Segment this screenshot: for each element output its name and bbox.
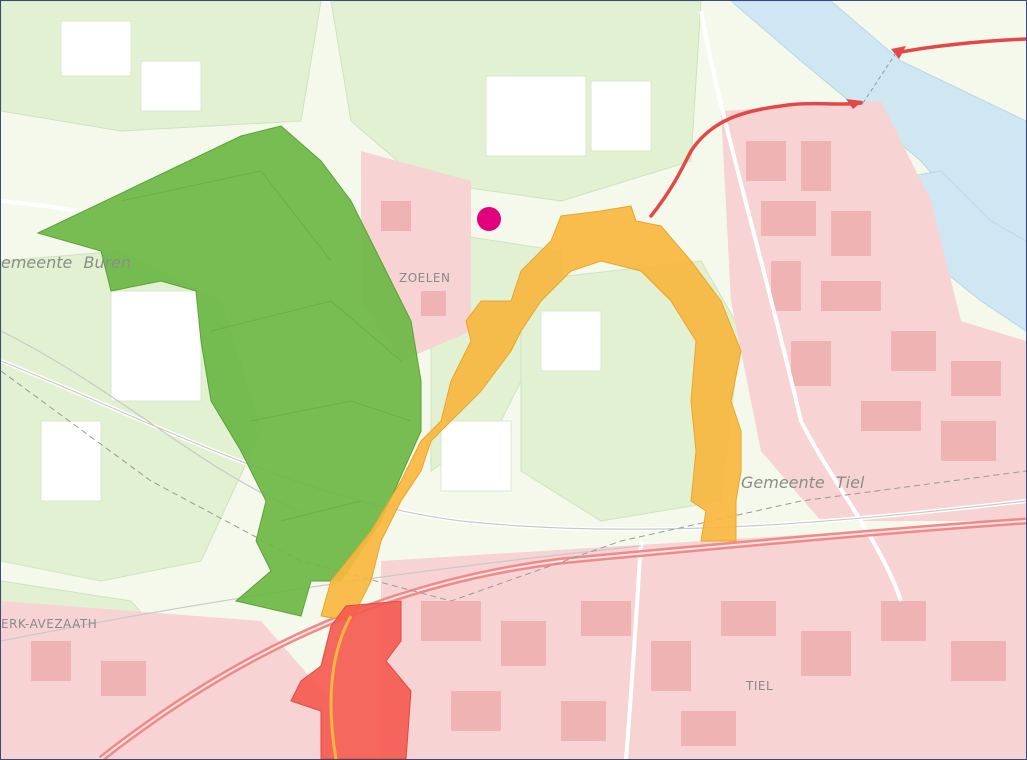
building-blocks — [31, 141, 1006, 746]
location-dot-icon[interactable] — [477, 207, 501, 231]
zone-red[interactable] — [290, 600, 412, 759]
route-end-marker-1 — [846, 99, 863, 109]
zone-green[interactable] — [36, 125, 422, 617]
zone-orange[interactable] — [320, 205, 742, 622]
route-line-red-north[interactable] — [894, 37, 1026, 55]
railway-inner — [100, 520, 1026, 759]
route-line-red[interactable] — [649, 101, 863, 218]
white-parcels — [10, 20, 652, 742]
route-end-marker-2 — [891, 46, 906, 59]
power-line — [1, 370, 1026, 602]
route-connector-dashed — [862, 52, 897, 104]
zone-green-texture — [120, 170, 412, 522]
route-line-orange — [329, 615, 353, 759]
